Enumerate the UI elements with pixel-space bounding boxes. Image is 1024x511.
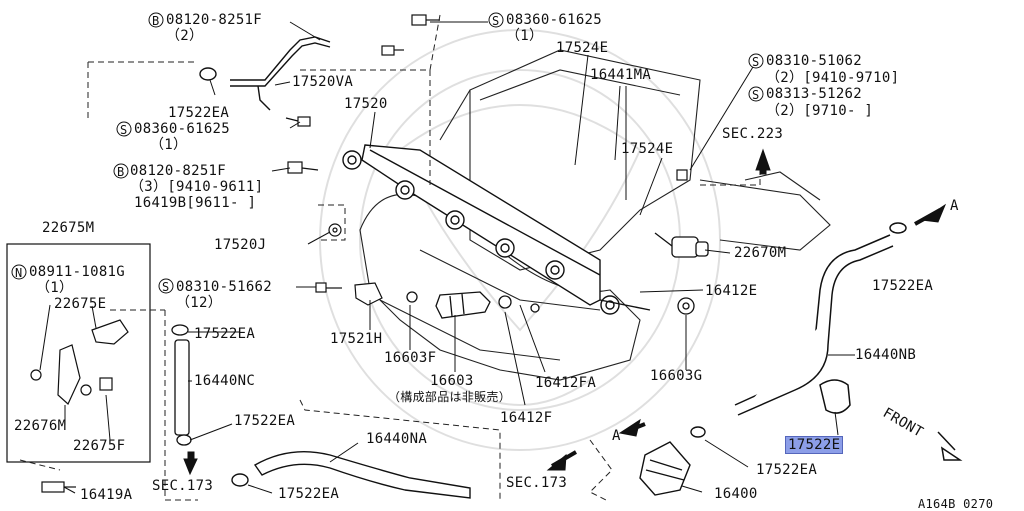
part-label[interactable]: 17521H [330, 331, 383, 347]
part-qty: （2） [166, 28, 204, 44]
part-qty: （12） [176, 295, 223, 311]
bracket-17521H [328, 223, 383, 306]
part-label[interactable]: 17522EA [168, 105, 230, 121]
screw-symbol: S [492, 14, 500, 28]
arrow-ref-label: A [612, 428, 621, 444]
part-label[interactable]: 22675F [73, 438, 126, 454]
part-label[interactable]: 17522EA [872, 278, 934, 294]
part-label[interactable]: 16603G [650, 368, 703, 384]
part-qty: （1） [36, 280, 74, 296]
bolt-symbol: B [117, 165, 125, 179]
part-label[interactable]: 16412F [500, 410, 553, 426]
fuel-filter [639, 426, 706, 496]
part-qty: （1） [506, 28, 544, 44]
pressure-regulator [654, 232, 709, 315]
part-label[interactable]: 08313-51262 [766, 86, 863, 102]
section-ref[interactable]: SEC.223 [722, 126, 784, 142]
part-label[interactable]: 08360-61625 [506, 12, 603, 28]
part-label[interactable]: 22670M [734, 245, 787, 261]
part-label[interactable]: 17522EA [278, 486, 340, 502]
inset-box [6, 243, 151, 463]
part-label[interactable]: 17524E [556, 40, 609, 56]
hose-16440NB [734, 222, 907, 416]
part-qty: （1） [150, 137, 188, 153]
part-label[interactable]: 08360-61625 [134, 121, 231, 137]
dashed-outlines [19, 14, 761, 501]
highlighted-part-label[interactable]: 17522E [784, 436, 844, 454]
hose-16440NC [171, 324, 192, 446]
part-label[interactable]: 17522EA [234, 413, 296, 429]
part-label[interactable]: 17524E [621, 141, 674, 157]
part-label[interactable]: 16440NB [855, 347, 917, 363]
injector [406, 291, 540, 319]
pipe-17520VA [199, 36, 331, 111]
part-label[interactable]: 16603F [384, 350, 437, 366]
screw-symbol: S [120, 123, 128, 137]
part-label[interactable]: 08310-51062 [766, 53, 863, 69]
section-ref[interactable]: SEC.173 [506, 475, 568, 491]
part-label[interactable]: 08120-8251F [130, 163, 227, 179]
part-label[interactable]: 16440NA [366, 431, 428, 447]
part-label[interactable]: 16412E [705, 283, 758, 299]
nut-symbol: N [15, 266, 23, 280]
part-label[interactable]: 17520J [214, 237, 267, 253]
arrow-ref-label: A [950, 198, 959, 214]
bolt-symbol: B [152, 14, 160, 28]
part-label[interactable]: 08120-8251F [166, 12, 263, 28]
part-label[interactable]: 22676M [14, 418, 67, 434]
fuel-rail [342, 144, 651, 315]
leader-lines [39, 21, 855, 494]
part-label[interactable]: 22675E [54, 296, 107, 312]
part-qty: （2）[9410-9710] [766, 70, 900, 86]
screw-symbol: S [752, 55, 760, 69]
part-label[interactable]: 16419B[9611- ] [134, 195, 257, 211]
part-label[interactable]: 16441MA [590, 67, 652, 83]
hose-16440NA [231, 450, 471, 499]
part-qty: （2）[9710- ] [766, 103, 874, 119]
part-label[interactable]: 16400 [714, 486, 758, 502]
part-label[interactable]: 16603 [430, 373, 474, 389]
screw-symbol: S [162, 280, 170, 294]
part-label[interactable]: 17520 [344, 96, 388, 112]
arrows [183, 148, 963, 476]
bolts [41, 14, 688, 493]
part-label[interactable]: 17520VA [292, 74, 354, 90]
part-qty: （3）[9410-9611] [130, 179, 264, 195]
part-note: （構成部品は非販売） [388, 390, 512, 404]
diagram-code: A164B 0270 [918, 497, 994, 511]
part-label[interactable]: 17522EA [194, 326, 256, 342]
circled-symbols [11, 12, 764, 294]
part-label[interactable]: 08911-1081G [29, 264, 126, 280]
part-label[interactable]: 16412FA [535, 375, 597, 391]
part-label[interactable]: 17522EA [756, 462, 818, 478]
part-label[interactable]: 08310-51662 [176, 279, 273, 295]
section-ref[interactable]: SEC.173 [152, 478, 214, 494]
screw-symbol: S [752, 88, 760, 102]
part-label[interactable]: 22675M [42, 220, 95, 236]
part-label[interactable]: 16440NC [194, 373, 256, 389]
part-label[interactable]: 16419A [80, 487, 133, 503]
